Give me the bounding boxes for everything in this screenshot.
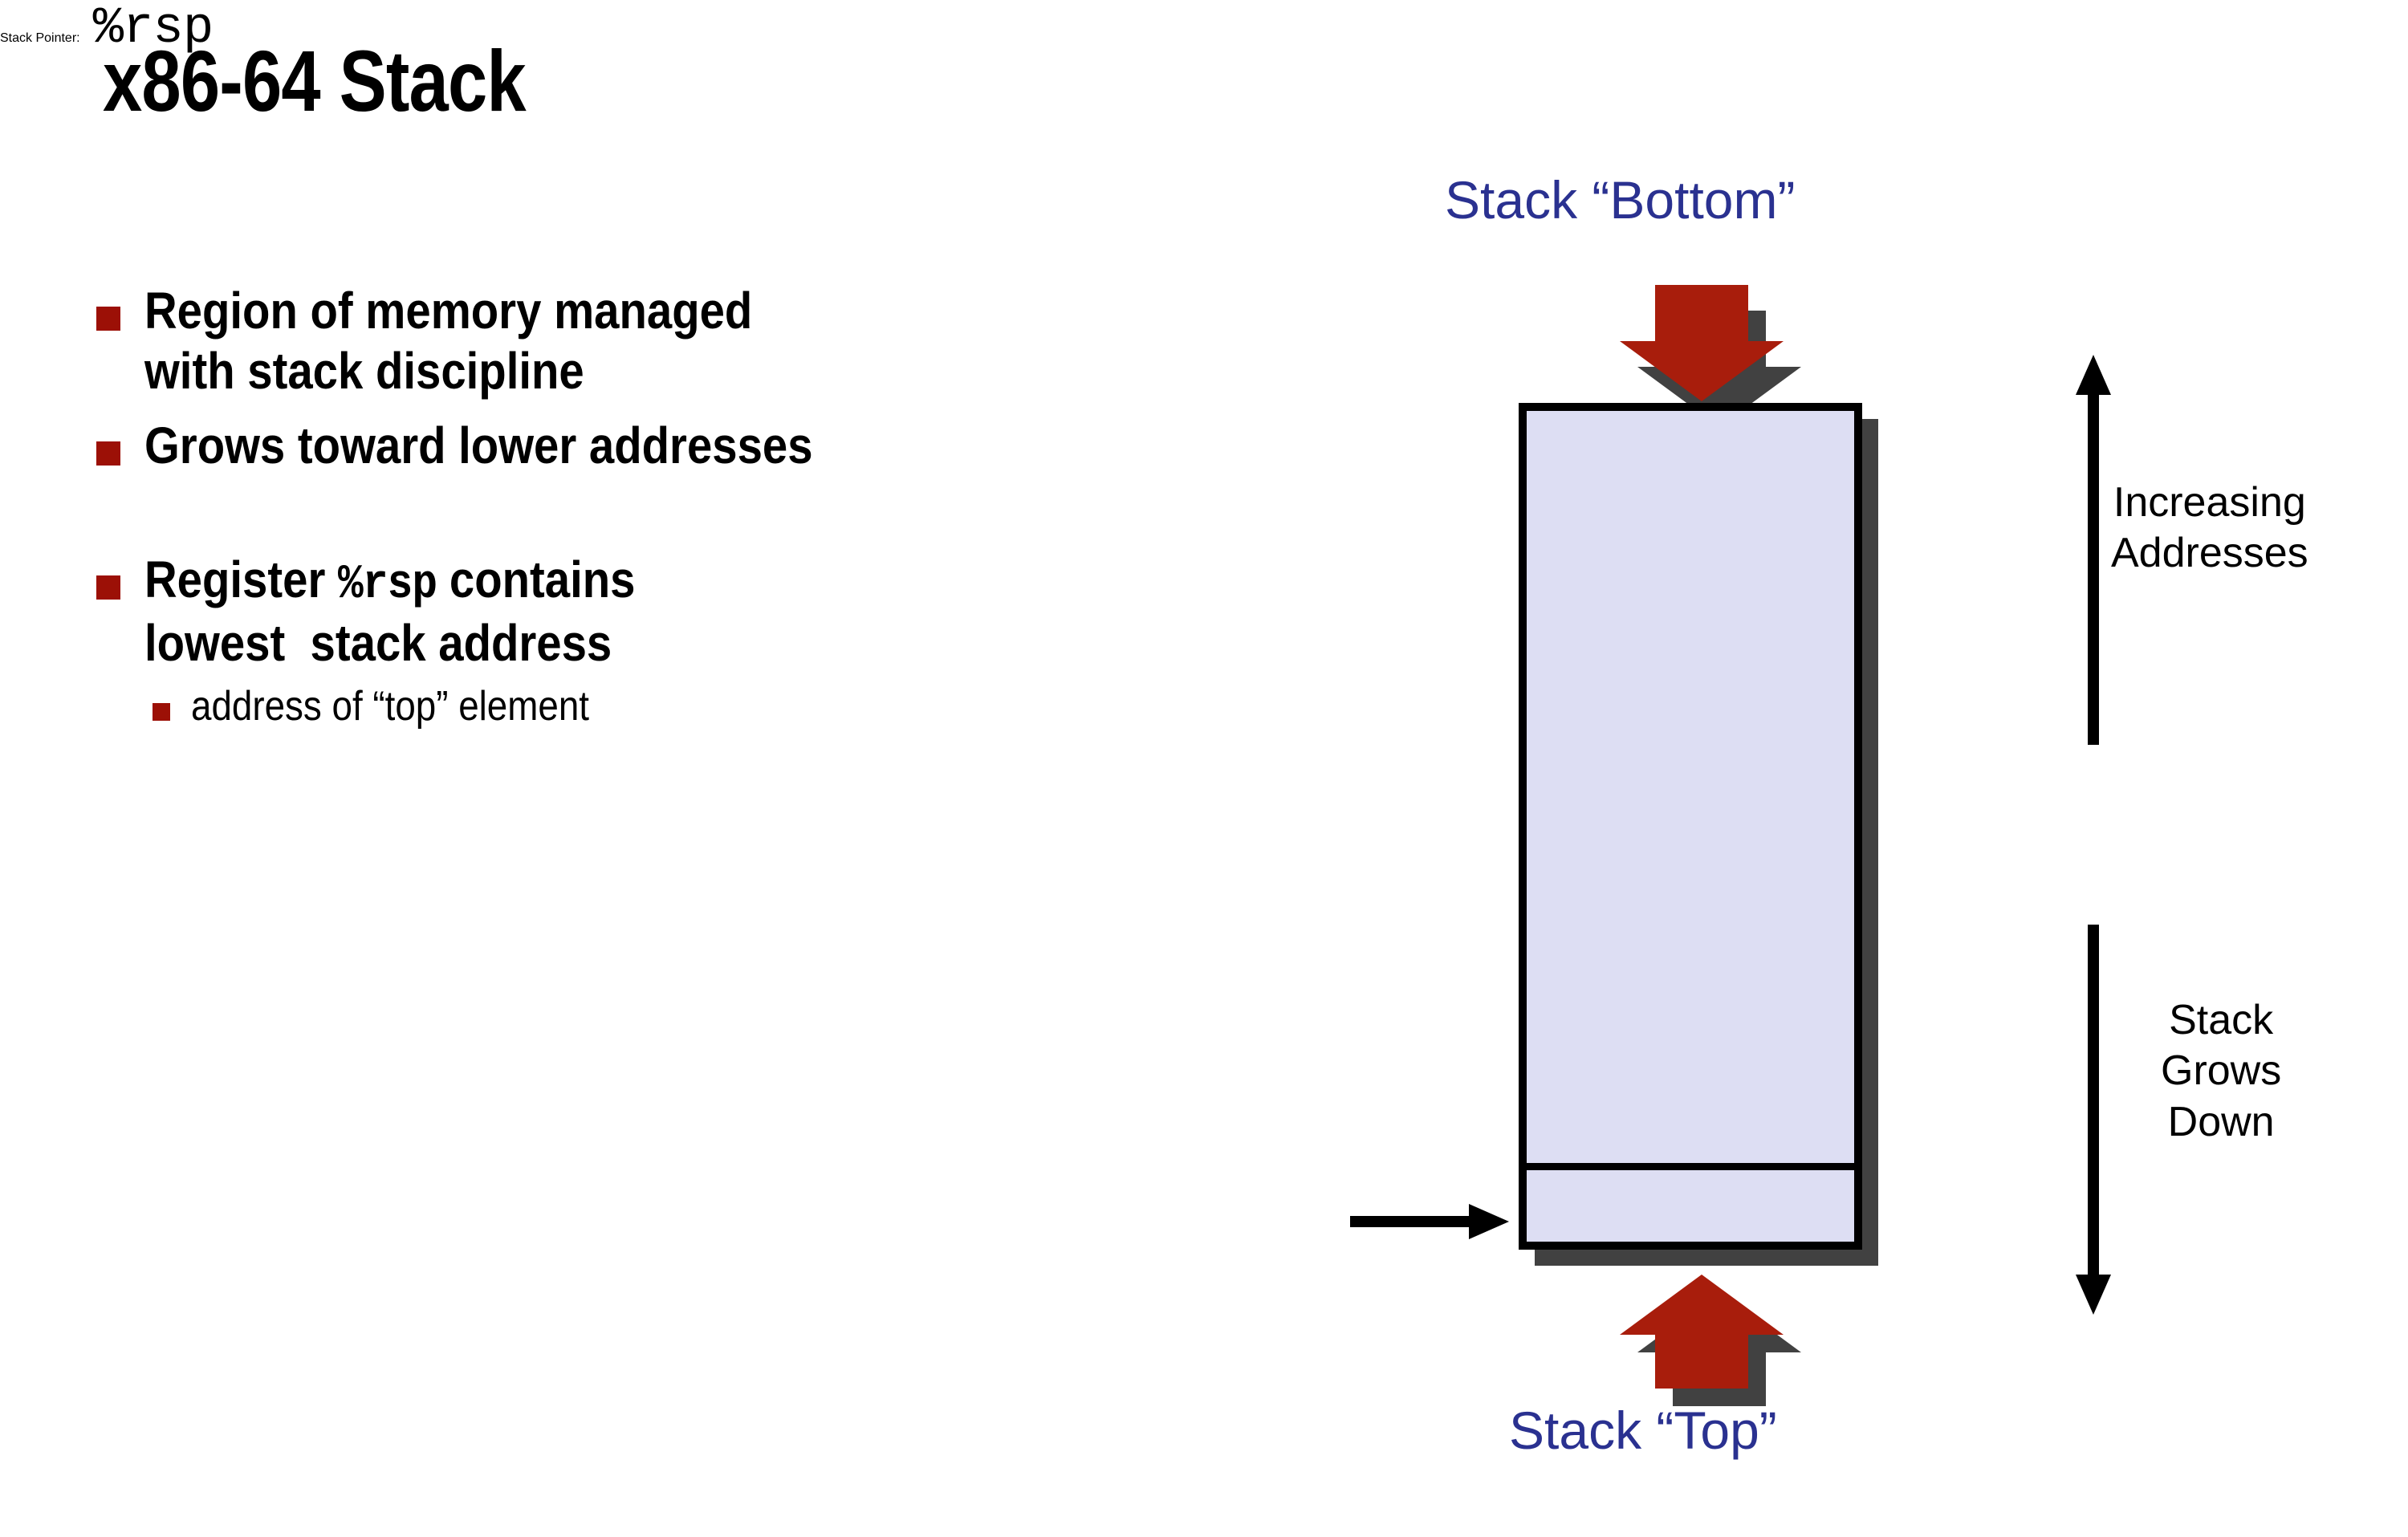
stack-top-element-divider xyxy=(1519,1163,1862,1170)
stack-pointer-label-group: Stack Pointer: %rsp xyxy=(0,0,2408,58)
black-up-arrow-icon xyxy=(2069,353,2117,750)
black-down-arrow-icon xyxy=(2069,923,2117,1320)
red-square-sub-bullet-icon xyxy=(153,702,170,721)
bullet-line-2: with stack discipline xyxy=(144,341,584,400)
page-title: x86-64 Stack xyxy=(103,32,527,129)
red-up-block-arrow-icon xyxy=(1597,1268,1838,1413)
stack-memory-box xyxy=(1519,403,1862,1250)
stack-pointer-register-code: %rsp xyxy=(92,0,214,58)
red-down-block-arrow-icon xyxy=(1597,277,1838,429)
increasing-addresses-label: Increasing Addresses xyxy=(2111,478,2308,579)
bullet-line-1: Region of memory managed xyxy=(144,282,753,340)
bullet-suffix: contains xyxy=(437,550,636,608)
red-square-bullet-icon xyxy=(96,307,120,331)
stack-grows-down-line-3: Down xyxy=(2167,1098,2275,1145)
sub-bullet-item-address-of-top: address of “top” element xyxy=(96,681,1348,731)
bullet-text-grows-toward-lower: Grows toward lower addresses xyxy=(144,416,813,474)
increasing-addresses-line-1: Increasing xyxy=(2113,479,2306,526)
register-code-rsp: %rsp xyxy=(338,557,437,612)
stack-top-label: Stack “Top” xyxy=(1509,1401,1777,1460)
bullet-line-2: lowest stack address xyxy=(144,613,612,672)
red-square-bullet-icon xyxy=(96,575,120,600)
stack-pointer-label: Stack Pointer: xyxy=(0,31,80,45)
increasing-addresses-line-2: Addresses xyxy=(2111,530,2308,577)
black-right-arrow-icon xyxy=(1348,1197,1517,1250)
red-square-bullet-icon xyxy=(96,441,120,466)
stack-grows-down-label: Stack Grows Down xyxy=(2161,995,2281,1148)
bullet-prefix: Register xyxy=(144,550,339,608)
stack-grows-down-line-1: Stack xyxy=(2169,997,2274,1043)
bullet-item-grows-toward-lower: Grows toward lower addresses xyxy=(96,416,1348,476)
sub-bullet-text-address-of-top: address of “top” element xyxy=(191,682,589,730)
stack-bottom-label: Stack “Bottom” xyxy=(1445,170,1796,230)
stack-grows-down-line-2: Grows xyxy=(2161,1047,2282,1095)
